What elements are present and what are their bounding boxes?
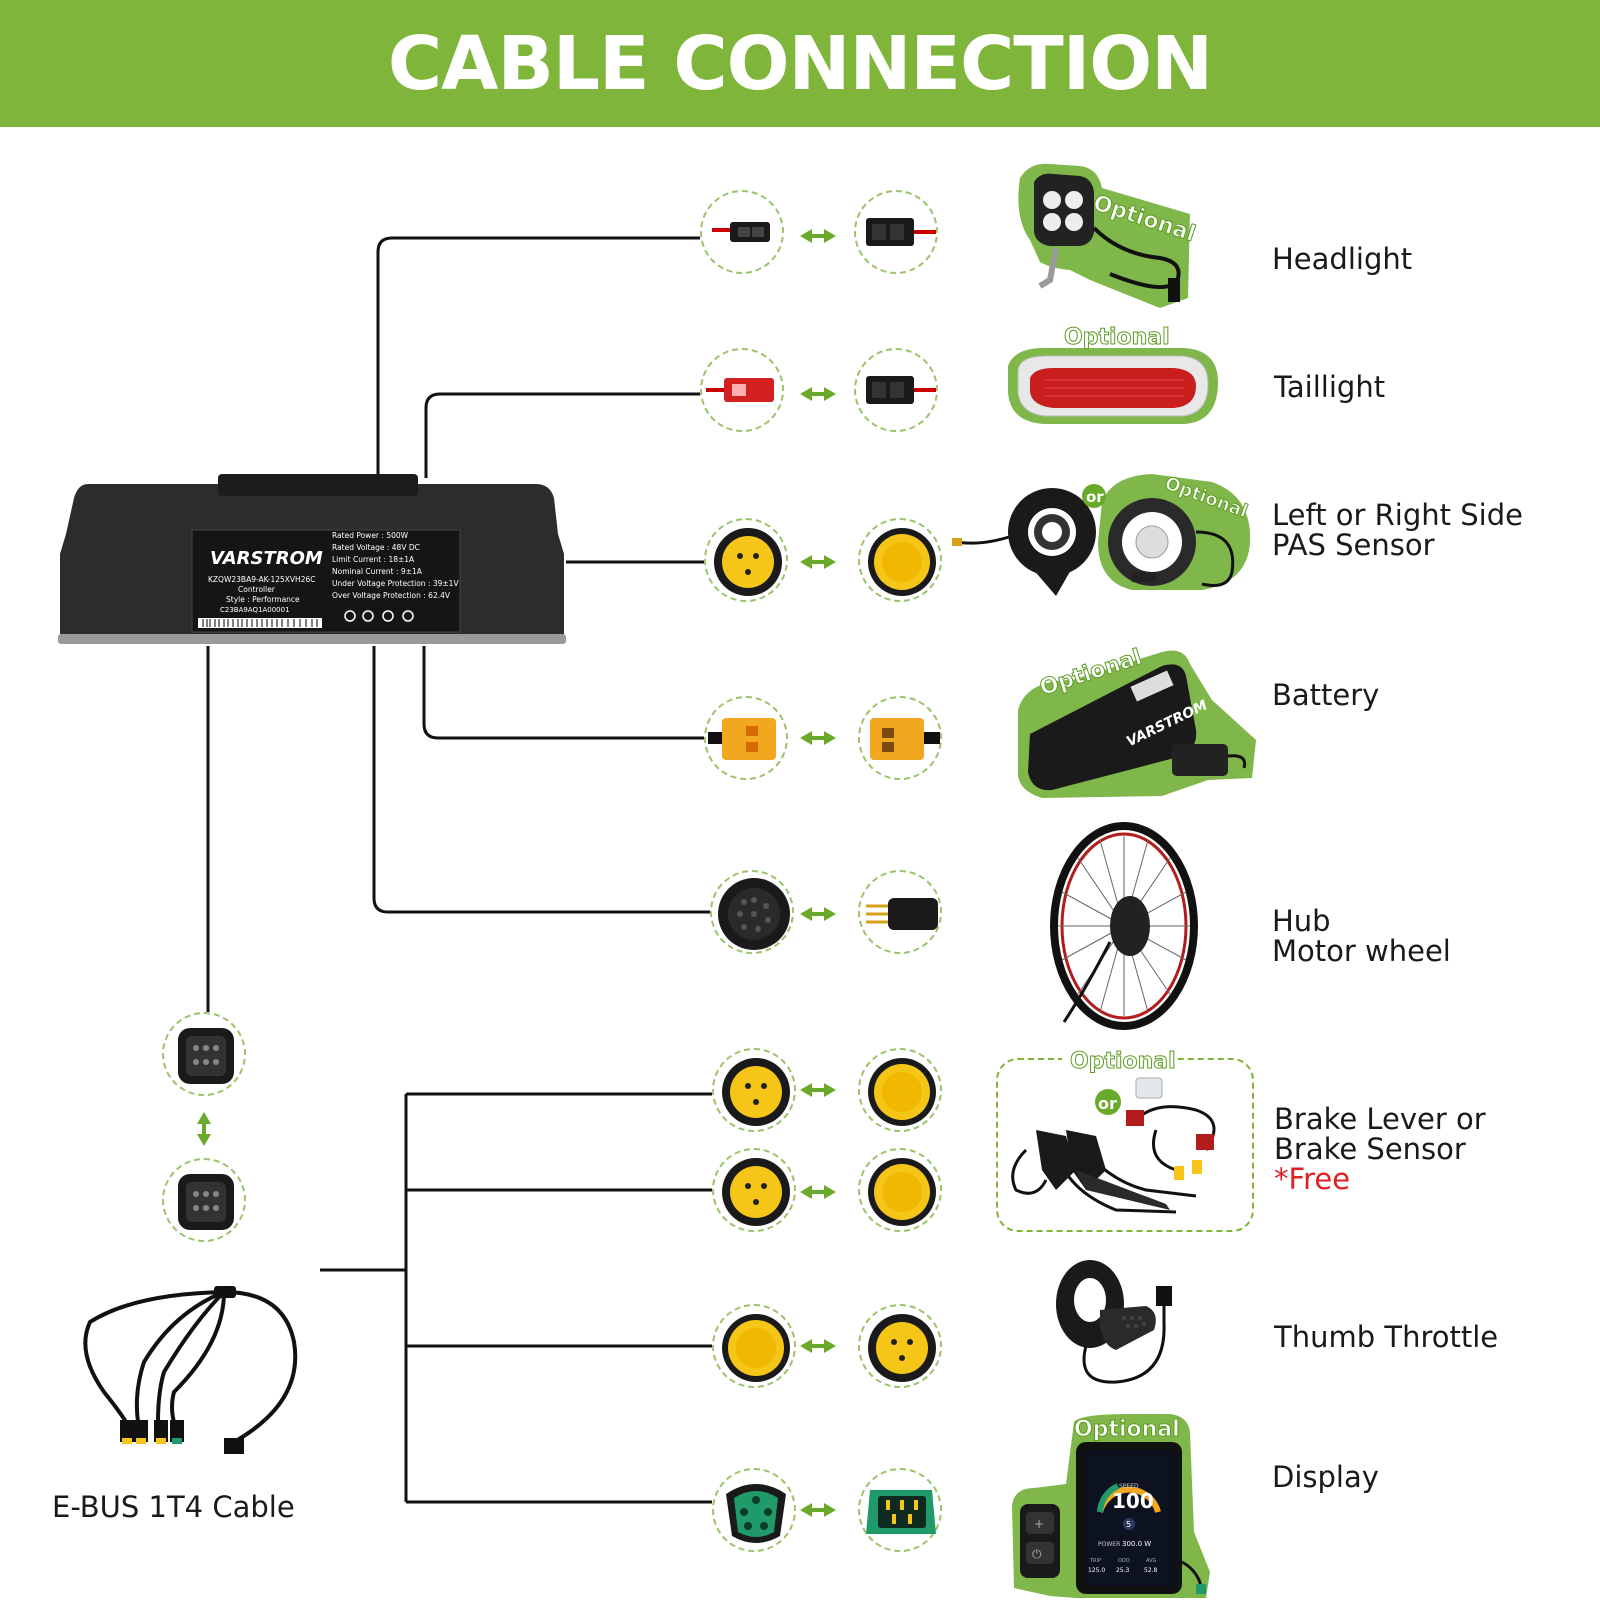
connector-ebus-lower [162, 1158, 246, 1242]
double-arrow-icon [800, 387, 836, 401]
label-headlight: Headlight [1272, 242, 1413, 276]
connector-display-female [712, 1468, 796, 1552]
connector-headlight-male [700, 190, 784, 274]
controller-style: Style : Performance [226, 595, 300, 604]
connector-headlight-female [854, 190, 938, 274]
controller: VARSTROM KZQW23BA9-AK-125XVH26C Controll… [58, 474, 566, 646]
connector-throttle-female [712, 1304, 796, 1388]
connection-arrows [197, 229, 836, 1517]
double-arrow-icon [800, 907, 836, 921]
taillight-icon: Optional [1008, 325, 1218, 424]
display-avg: 52.8 [1144, 1567, 1158, 1574]
controller-spec: Rated Power : 500W [332, 531, 409, 540]
wire-headlight [376, 236, 700, 478]
optional-badge: Optional [1070, 1049, 1176, 1074]
barcode [198, 618, 322, 628]
display-odo-label: ODO [1118, 1558, 1130, 1564]
connector-taillight-male [700, 348, 784, 432]
display-trip-label: TRIP [1089, 1558, 1101, 1564]
pas-sensor-icon: or Optional [952, 473, 1251, 596]
optional-badge: Optional [1064, 325, 1170, 350]
connector-brake1-female [858, 1048, 942, 1132]
free-tag: *Free [1274, 1162, 1351, 1196]
display-odo: 25.3 [1116, 1567, 1130, 1574]
double-arrow-icon [800, 1339, 836, 1353]
wire-taillight [424, 392, 700, 478]
ebus-cable-icon [83, 1286, 298, 1454]
label-battery: Battery [1272, 678, 1380, 712]
double-arrow-icon [800, 555, 836, 569]
label-thumb-throttle: Thumb Throttle [1274, 1320, 1499, 1354]
double-arrow-icon [800, 1083, 836, 1097]
thumb-throttle-icon [1056, 1260, 1172, 1384]
display-power: 300.0 W [1122, 1540, 1151, 1548]
double-arrow-icon [800, 1185, 836, 1199]
controller-spec: Under Voltage Protection : 39±1V [332, 579, 459, 588]
connector-pas-male [704, 518, 788, 602]
or-badge: or [1086, 488, 1104, 506]
connector-throttle-male [858, 1304, 942, 1388]
connector-display-male [858, 1468, 942, 1552]
wire-battery [422, 646, 704, 740]
controller-serial: C23BA9AQ1A00001 [220, 606, 290, 614]
display-power-label: POWER [1098, 1541, 1120, 1548]
wire-hub [372, 646, 710, 914]
connector-brake2-female [858, 1148, 942, 1232]
display-trip: 125.0 [1088, 1567, 1105, 1574]
connector-pas-female [858, 518, 942, 602]
certification-icons [344, 610, 414, 622]
connector-hub-male [858, 870, 942, 954]
connector-brake1-male [712, 1048, 796, 1132]
controller-spec: Nominal Current : 9±1A [332, 567, 423, 576]
connector-brake2-male [712, 1148, 796, 1232]
ebus-cable-label: E-BUS 1T4 Cable [52, 1490, 295, 1524]
display-icon: Optional SPEED 100 5 POWER 300.0 W TRIP … [1012, 1414, 1210, 1598]
display-speed-label: SPEED [1119, 1483, 1139, 1490]
vertical-double-arrow-icon [197, 1112, 211, 1146]
double-arrow-icon [800, 1503, 836, 1517]
display-avg-label: AVG [1146, 1558, 1157, 1564]
brake-lever-icon: Optional or [1011, 1046, 1216, 1214]
optional-badge: Optional [1074, 1417, 1180, 1442]
connector-ebus-upper [162, 1012, 246, 1096]
controller-brand: VARSTROM [210, 548, 323, 569]
motor-wheel-icon [1050, 822, 1198, 1030]
controller-spec: Over Voltage Protection : 62.4V [332, 591, 451, 600]
connector-battery-female [858, 696, 942, 780]
controller-spec: Limit Current : 18±1A [332, 555, 415, 564]
controller-spec: Rated Voltage : 48V DC [332, 543, 420, 552]
battery-icon: VARSTROM Optional [1017, 644, 1256, 798]
display-speed: 100 [1112, 1489, 1154, 1513]
headlight-icon: Optional [1018, 163, 1199, 308]
connector-hub-female [710, 870, 794, 954]
double-arrow-icon [800, 229, 836, 243]
power-icon: ⏻ [1032, 1547, 1042, 1561]
controller-model: KZQW23BA9-AK-125XVH26C [208, 575, 315, 584]
display-gear: 5 [1126, 1520, 1131, 1529]
connector-taillight-female [854, 348, 938, 432]
double-arrow-icon [800, 731, 836, 745]
or-badge: or [1098, 1094, 1117, 1113]
title-banner: CABLE CONNECTION [0, 0, 1600, 127]
plus-icon: + [1034, 1517, 1044, 1531]
label-taillight: Taillight [1274, 370, 1386, 404]
page-title: CABLE CONNECTION [387, 20, 1213, 107]
connector-battery-male [704, 696, 788, 780]
label-display: Display [1272, 1460, 1379, 1494]
controller-type: Controller [238, 585, 276, 594]
